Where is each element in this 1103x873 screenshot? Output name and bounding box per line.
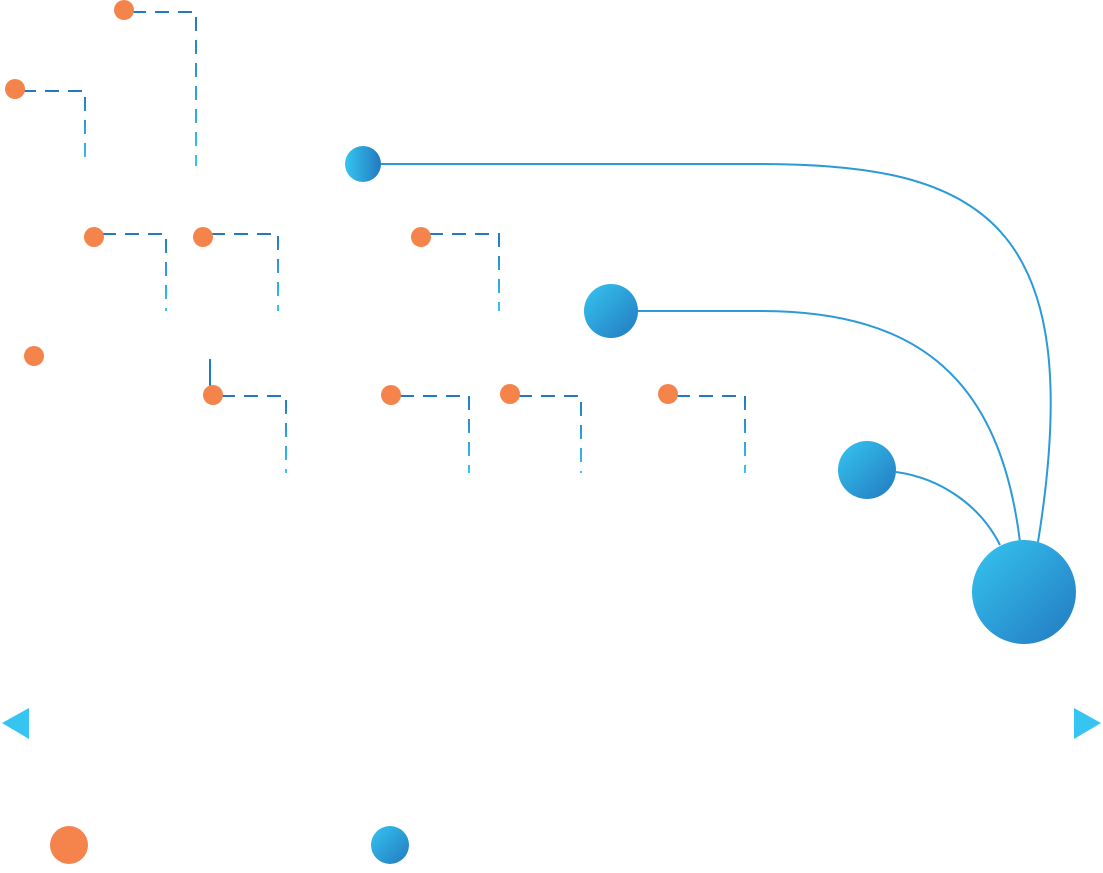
connector-leaf-2c: [429, 233, 500, 311]
leaf-node-3e[interactable]: [658, 384, 678, 404]
root-node[interactable]: [972, 540, 1076, 644]
legend-leaf-swatch: [50, 826, 88, 864]
hub-node-3[interactable]: [838, 441, 896, 499]
double-headed-arrow: [2, 708, 1101, 739]
group-3-connectors: [42, 358, 838, 474]
leaf-node-1a[interactable]: [114, 0, 134, 20]
connector-leaf-2b: [211, 233, 279, 311]
connector-leaf-2a: [102, 233, 167, 311]
leaf-node-3d[interactable]: [500, 384, 520, 404]
leaf-node-3b[interactable]: [203, 385, 223, 405]
arrow-head-left-icon: [2, 708, 29, 739]
leaf-node-3c[interactable]: [381, 385, 401, 405]
connector-leaf-3c: [400, 395, 470, 473]
hub-node-1[interactable]: [345, 146, 381, 182]
hub-node-2[interactable]: [584, 284, 638, 338]
leaf-node-1b[interactable]: [5, 79, 25, 99]
edge-hub-2-root: [637, 310, 1021, 543]
hub-nodes: [345, 146, 1076, 644]
connector-leaf-3b: [221, 395, 287, 473]
connector-leaf-1b: [22, 90, 86, 166]
connector-leaf-3d: [518, 395, 582, 473]
connector-leaf-3e: [676, 395, 746, 473]
edge-hub-1-root: [380, 163, 1052, 543]
leaf-nodes: [5, 0, 678, 405]
edge-hub-3-root: [895, 471, 1001, 546]
group-1-connectors: [22, 11, 345, 167]
legend: [50, 826, 409, 864]
leaf-node-2b[interactable]: [193, 227, 213, 247]
leaf-node-3a[interactable]: [24, 346, 44, 366]
leaf-node-2c[interactable]: [411, 227, 431, 247]
hub-to-root-curves: [380, 163, 1052, 546]
group-2-connectors: [102, 233, 584, 312]
legend-hub-swatch: [371, 826, 409, 864]
leaf-node-2a[interactable]: [84, 227, 104, 247]
connector-leaf-1a: [132, 11, 197, 166]
arrow-head-right-icon: [1074, 708, 1101, 739]
